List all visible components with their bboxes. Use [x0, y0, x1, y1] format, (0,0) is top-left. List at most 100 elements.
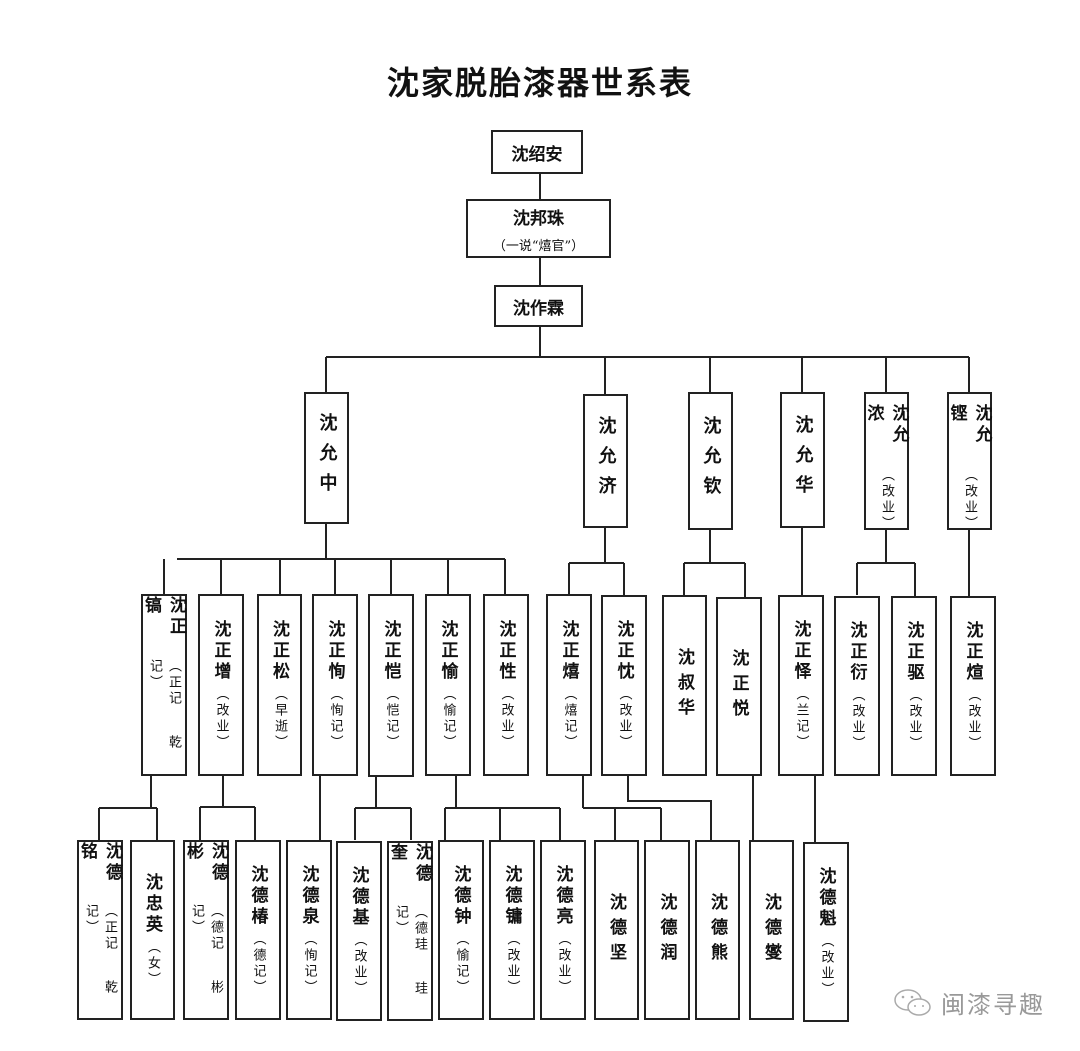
person-note: （改业） — [351, 932, 367, 997]
person-box: 沈德基 （改业） — [336, 841, 382, 1021]
person-note: （改业） — [962, 467, 977, 532]
person-box: 沈忠英（女） — [130, 840, 175, 1020]
person-box: 沈正怿 （兰记） — [778, 595, 824, 776]
person-box: 沈叔华 — [662, 595, 707, 776]
person-name: 沈正增 — [210, 619, 231, 683]
person-note: （德记） — [250, 931, 266, 996]
person-box: 沈允华 — [780, 392, 825, 528]
watermark: 闽漆寻趣 — [893, 985, 1045, 1020]
person-note: （德珪 珪记） — [393, 904, 427, 997]
page-title: 沈家脱胎漆器世系表 — [386, 64, 693, 102]
person-name: 沈正悦 — [728, 649, 749, 724]
person-box: 沈德镛（改业） — [489, 840, 535, 1020]
person-box: 沈德熊 — [695, 840, 740, 1020]
person-name: 沈正松 — [269, 619, 289, 683]
person-box: 沈德润 — [644, 840, 690, 1020]
person-note: （一说“熺官”） — [492, 238, 585, 254]
person-box: 沈正忱 （改业） — [601, 595, 647, 776]
connector — [163, 524, 506, 595]
person-note: （早逝） — [272, 686, 287, 751]
person-name: 沈正忱 — [613, 620, 634, 683]
person-note: （恺记） — [383, 687, 399, 751]
person-note: （恂记） — [327, 686, 343, 751]
person-note: （兰记） — [793, 687, 809, 751]
person-name: 沈正恂 — [324, 619, 345, 683]
connector — [98, 775, 158, 840]
person-note: （改业） — [879, 467, 894, 532]
connector — [568, 528, 625, 595]
person-box: 沈德钟（愉记） — [438, 840, 484, 1020]
connector — [444, 775, 561, 840]
person-box: 沈正煊（改业） — [950, 596, 996, 776]
person-box: 沈正性（改业） — [483, 594, 529, 776]
person-box: 沈正增 （改业） — [198, 594, 244, 776]
person-note: （改业） — [555, 931, 571, 996]
person-note: （德记 彬记） — [189, 903, 223, 996]
person-box: 沈德奎 （德珪 珪记） — [387, 841, 433, 1021]
person-name: 沈叔华 — [674, 648, 694, 723]
person-box: 沈正衍 （改业） — [834, 596, 880, 776]
person-note: （熺记） — [561, 686, 577, 751]
person-name: 沈允钦 — [700, 416, 722, 506]
connector — [354, 775, 412, 840]
person-box: 沈允济 — [583, 394, 628, 528]
person-note: （改业） — [965, 687, 981, 752]
person-box: 沈德铭（正记 乾记） — [77, 840, 123, 1020]
person-name: 沈德燮 — [761, 892, 781, 968]
person-name: 沈德泉 — [298, 864, 319, 928]
person-name: 沈德润 — [656, 892, 677, 968]
person-box: 沈德坚 — [594, 840, 639, 1020]
person-note: （改业） — [818, 933, 834, 998]
connector — [627, 775, 712, 840]
person-name: 沈邦珠 — [513, 208, 564, 229]
person-name: 沈作霖 — [513, 298, 564, 319]
person-name: 沈德熊 — [707, 892, 727, 968]
person-note: （正记 乾记） — [147, 658, 181, 751]
person-note: （愉记） — [440, 686, 456, 751]
wechat-icon — [894, 988, 931, 1016]
person-box: 沈正熺 （熺记） — [546, 594, 592, 776]
person-name: 沈允浓 — [863, 404, 909, 446]
person-name: 沈德钟 — [450, 864, 471, 928]
person-name: 沈德魁 — [815, 866, 836, 930]
connector — [683, 530, 746, 597]
person-note: （改业） — [213, 686, 229, 751]
person-name: 沈德基 — [348, 865, 369, 929]
watermark-text: 闽漆寻趣 — [941, 991, 1045, 1019]
person-name: 沈允华 — [792, 415, 814, 505]
person-box: 沈允铿（改业） — [947, 392, 992, 532]
connector — [856, 530, 916, 597]
person-box: 沈德燮 — [749, 840, 794, 1020]
person-box-shao-an: 沈绍安 — [491, 130, 583, 174]
person-name: 沈允中 — [316, 413, 338, 503]
person-name: 沈正恺 — [380, 620, 401, 683]
person-note: （改业） — [849, 687, 865, 752]
connector — [582, 775, 662, 840]
person-note: （改业） — [498, 686, 514, 751]
person-name: 沈正愉 — [437, 619, 458, 683]
person-name: 沈正镐 — [141, 596, 186, 638]
person-name: 沈正怿 — [790, 620, 811, 683]
person-note: （改业） — [906, 687, 922, 752]
person-box: 沈正愉 （愉记） — [425, 594, 471, 776]
person-name: 沈德彬 — [183, 842, 228, 884]
person-note: （正记 乾记） — [83, 903, 117, 996]
person-box: 沈正悦 — [716, 597, 762, 776]
person-box: 沈允中 — [304, 392, 349, 524]
connector — [199, 775, 256, 840]
person-box: 沈德泉 （恂记） — [286, 840, 332, 1020]
person-name: 沈正衍 — [846, 620, 867, 684]
person-box-bang-zhu: 沈邦珠 （一说“熺官”） — [466, 199, 611, 258]
person-name: 沈正驱 — [903, 620, 924, 684]
person-note: （恂记） — [301, 931, 317, 996]
person-note: （改业） — [616, 687, 632, 751]
connector — [325, 357, 970, 394]
person-name: 沈正熺 — [558, 619, 579, 683]
person-name: 沈德奎 — [387, 843, 432, 885]
person-box: 沈允钦 — [688, 392, 733, 530]
person-box: 沈正松 （早逝） — [257, 594, 302, 776]
person-name: 沈德亮 — [552, 864, 573, 928]
person-note: （女） — [145, 939, 160, 988]
person-box: 沈德椿（德记） — [235, 840, 281, 1020]
